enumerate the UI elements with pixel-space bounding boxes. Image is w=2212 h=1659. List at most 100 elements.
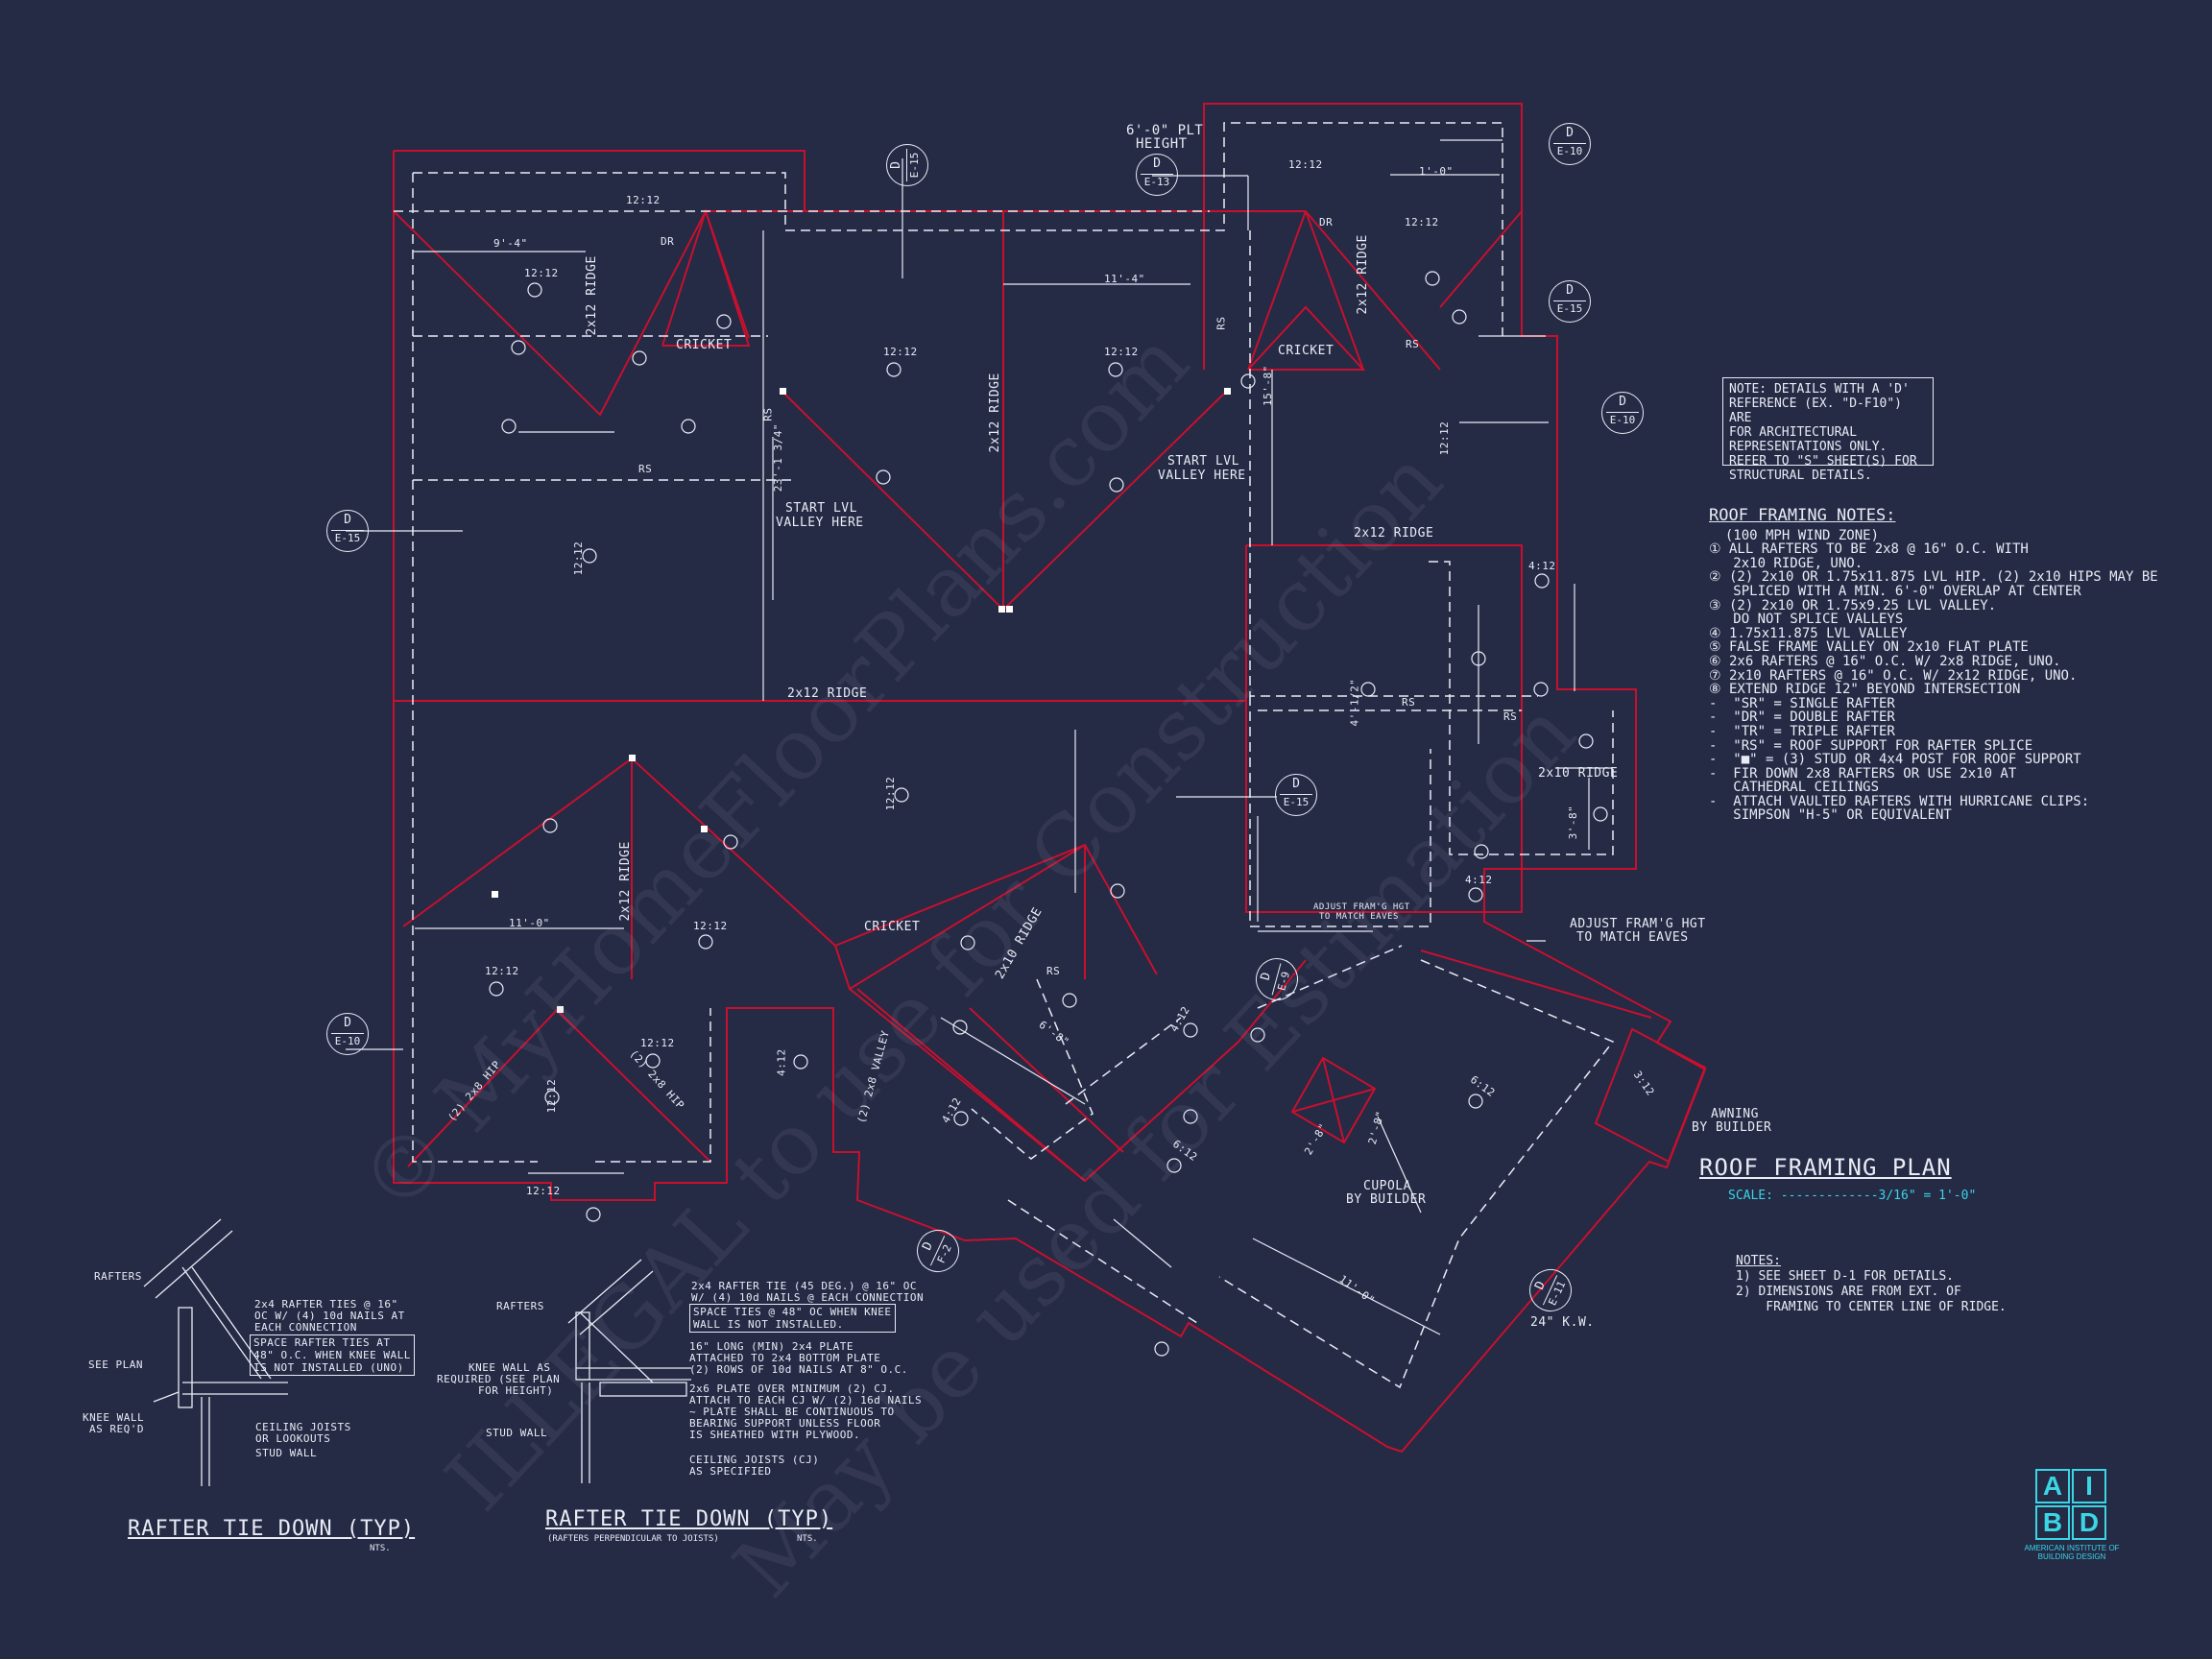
detail2-label: ATTACHED TO 2x4 BOTTOM PLATE xyxy=(689,1352,881,1364)
roof-support-label: RS xyxy=(1214,316,1228,330)
pitch-label: 4:12 xyxy=(1465,874,1493,886)
detail2-label: STUD WALL xyxy=(486,1427,548,1439)
detail2-label: W/ (4) 10d NAILS @ EACH CONNECTION xyxy=(691,1291,925,1304)
adjust-framing-note: ADJUST FRAM'G HGT xyxy=(1570,917,1706,931)
detail2-label: 16" LONG (MIN) 2x4 PLATE xyxy=(689,1340,854,1353)
detail2-nts: NTS. xyxy=(797,1534,818,1544)
pitch-label: 12:12 xyxy=(640,1037,675,1049)
detail1-nts: NTS. xyxy=(370,1544,391,1553)
roof-support-label: RS xyxy=(1402,696,1416,709)
start-lvl-note: VALLEY HERE xyxy=(1158,469,1246,483)
ridge-label: 2x12 RIDGE xyxy=(787,686,868,701)
pitch-label: 12:12 xyxy=(626,194,661,206)
plate-height-label: HEIGHT xyxy=(1136,136,1188,152)
plate-height-label: 6'-0" PLT xyxy=(1126,123,1204,138)
pitch-label: 12:12 xyxy=(545,1078,559,1114)
pitch-label: 12:12 xyxy=(1405,216,1439,228)
dimension-label: 4'-1/2" xyxy=(1348,678,1361,727)
detail1-label: AS REQ'D xyxy=(89,1423,144,1435)
pitch-label: 12:12 xyxy=(693,920,728,932)
start-lvl-note: VALLEY HERE xyxy=(776,516,864,530)
double-rafter-label: DR xyxy=(661,235,675,248)
detail2-label: BEARING SUPPORT UNLESS FLOOR xyxy=(689,1417,881,1430)
roof-support-label: RS xyxy=(1503,710,1518,723)
detail2-label: REQUIRED (SEE PLAN xyxy=(437,1373,561,1385)
detail1-label: OR LOOKOUTS xyxy=(255,1432,331,1445)
cricket-label: CRICKET xyxy=(864,920,921,934)
detail1-label: OC W/ (4) 10d NAILS AT xyxy=(254,1310,405,1322)
detail2-label: (2) ROWS OF 10d NAILS AT 8" O.C. xyxy=(689,1363,908,1376)
dimension-label: 11'-0" xyxy=(509,917,550,929)
detail1-label: CEILING JOISTS xyxy=(255,1421,351,1433)
cupola-note: BY BUILDER xyxy=(1346,1192,1427,1207)
detail2-label: IS SHEATHED WITH PLYWOOD. xyxy=(689,1429,861,1441)
ridge-label: 2x10 RIDGE xyxy=(1538,766,1619,781)
adjust-framing-note: TO MATCH EAVES xyxy=(1576,930,1689,945)
double-rafter-label: DR xyxy=(1319,216,1334,228)
detail2-label: RAFTERS xyxy=(496,1300,544,1312)
detail2-label: KNEE WALL AS xyxy=(469,1361,551,1374)
dimension-label: 15'-8" xyxy=(1261,365,1274,406)
dimension-label: 23'-1 3/4" xyxy=(772,422,785,493)
ridge-label: 2x12 RIDGE xyxy=(987,373,1002,453)
exterior-wall-outline xyxy=(393,103,1707,1454)
detail2-label: AS SPECIFIED xyxy=(689,1465,772,1478)
roof-support-label: RS xyxy=(761,407,775,421)
pitch-label: 12:12 xyxy=(524,267,559,279)
start-lvl-note: START LVL xyxy=(1167,454,1239,469)
awning-note: BY BUILDER xyxy=(1692,1120,1772,1135)
aibd-logo-text: AMERICAN INSTITUTE OF BUILDING DESIGN xyxy=(2024,1544,2120,1561)
detail1-label: EACH CONNECTION xyxy=(254,1321,357,1334)
detail2-label: 2x4 RAFTER TIE (45 DEG.) @ 16" OC xyxy=(691,1280,918,1292)
pitch-label: 12:12 xyxy=(485,965,519,977)
detail1-title: RAFTER TIE DOWN (TYP) xyxy=(128,1517,416,1541)
detail1-label: 2x4 RAFTER TIES @ 16" xyxy=(254,1298,398,1310)
pitch-label: 4:12 xyxy=(1528,560,1556,572)
knee-wall-note: 24" K.W. xyxy=(1530,1315,1595,1330)
ridge-label: 2x12 RIDGE xyxy=(584,255,599,336)
detail1-label: STUD WALL xyxy=(255,1447,318,1459)
roof-support-label: RS xyxy=(1046,965,1061,977)
pitch-label: 12:12 xyxy=(1104,346,1139,358)
detail2-label: 2x6 PLATE OVER MINIMUM (2) CJ. xyxy=(689,1382,895,1395)
ridge-label: 2x12 RIDGE xyxy=(1355,234,1370,315)
detail2-title: RAFTER TIE DOWN (TYP) xyxy=(545,1507,833,1531)
roof-framing-notes: ROOF FRAMING NOTES: (100 MPH WIND ZONE)①… xyxy=(1709,506,2158,824)
plan-title: ROOF FRAMING PLAN xyxy=(1699,1154,1952,1181)
dimension-label: 9'-4" xyxy=(493,237,528,250)
detail1-label: RAFTERS xyxy=(94,1270,142,1283)
pitch-label: 12:12 xyxy=(1438,421,1452,456)
pitch-label: 12:12 xyxy=(526,1185,561,1197)
pitch-label: 4:12 xyxy=(775,1048,788,1076)
detail2-label: ATTACH TO EACH CJ W/ (2) 16d NAILS xyxy=(689,1394,923,1407)
cricket-label: CRICKET xyxy=(676,338,733,352)
ridge-label: 2x12 RIDGE xyxy=(617,841,633,922)
pitch-label: 12:12 xyxy=(572,541,586,576)
adjust-framing-note-small: ADJUST FRAM'G HGT xyxy=(1313,902,1410,912)
roof-framing-notes-heading: ROOF FRAMING NOTES: xyxy=(1709,506,1896,525)
dimension-label: 3'-8" xyxy=(1567,805,1580,840)
aibd-logo: A I B D AMERICAN INSTITUTE OF BUILDING D… xyxy=(2024,1469,2120,1561)
roof-support-label: RS xyxy=(638,463,653,475)
ridge-label: 2x12 RIDGE xyxy=(1354,526,1434,541)
plan-scale: SCALE: -------------3/16" = 1'-0" xyxy=(1728,1189,1977,1203)
detail2-label: FOR HEIGHT) xyxy=(478,1384,554,1397)
cupola-note: CUPOLA xyxy=(1363,1179,1411,1193)
pitch-label: 12:12 xyxy=(884,776,898,811)
detail2-label: CEILING JOISTS (CJ) xyxy=(689,1454,820,1466)
dimension-label: 1'-0" xyxy=(1419,165,1454,178)
detail1-label: SEE PLAN xyxy=(88,1358,143,1371)
detail2-label: ~ PLATE SHALL BE CONTINUOUS TO xyxy=(689,1406,895,1418)
roof-support-label: RS xyxy=(1406,338,1420,350)
